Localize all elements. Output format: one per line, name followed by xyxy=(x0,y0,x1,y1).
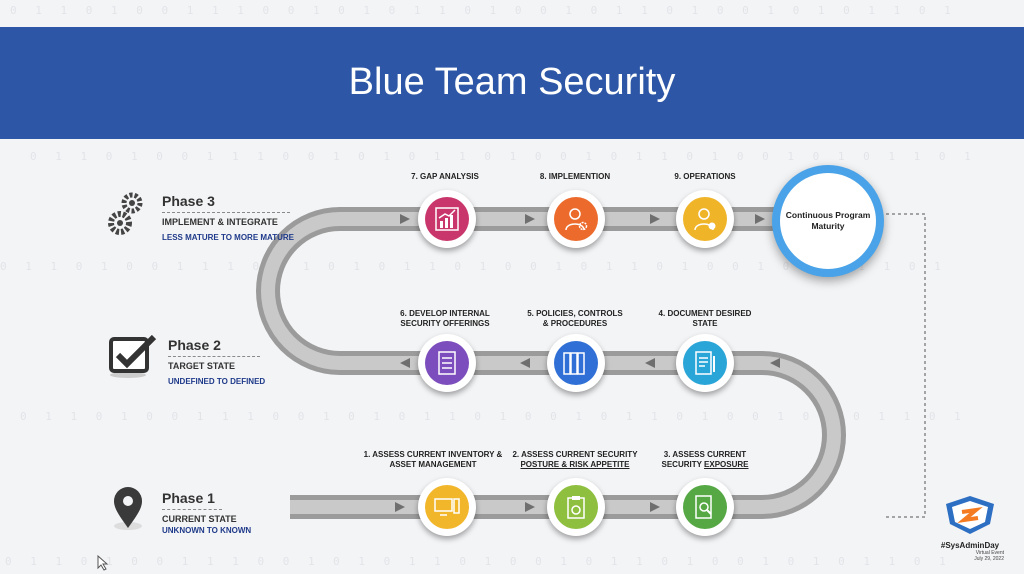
clipboard-icon xyxy=(567,496,585,519)
step-6-node xyxy=(418,334,476,392)
phase-title: Phase 1 xyxy=(162,490,215,506)
mouse-cursor-icon xyxy=(97,555,109,571)
divider xyxy=(168,356,260,357)
logo-line-2: July 29, 2022 xyxy=(974,556,1004,562)
step-3-label: 3. ASSESS CURRENT SECURITY EXPOSURE xyxy=(630,450,780,470)
logo-line-1: Virtual Event xyxy=(975,550,1004,556)
roadmap: Phase 3 IMPLEMENT & INTEGRATE LESS MATUR… xyxy=(0,139,1024,574)
final-maturity-node: Continuous Program Maturity xyxy=(772,165,884,277)
step-3-node xyxy=(676,478,734,536)
books-icon xyxy=(563,352,585,375)
binary-row: 0 1 1 0 1 0 0 1 1 1 0 0 1 0 1 0 1 1 0 1 … xyxy=(10,4,957,17)
background-top xyxy=(0,0,1024,27)
checklist-icon xyxy=(438,351,456,375)
step-2-label: 2. ASSESS CURRENT SECURITY POSTURE & RIS… xyxy=(500,450,650,470)
slide-title: Blue Team Security xyxy=(348,61,676,103)
step-2-label-line2: POSTURE & RISK APPETITE xyxy=(520,460,630,469)
step-9-node xyxy=(676,190,734,248)
step-8-label: 8. IMPLEMENTION xyxy=(539,172,611,181)
step-7-label: 7. GAP ANALYSIS xyxy=(411,172,479,181)
checkbox-icon xyxy=(109,335,157,378)
divider xyxy=(162,509,222,510)
step-3-label-emphasis: EXPOSURE xyxy=(704,460,749,469)
phase-subtitle: CURRENT STATE xyxy=(162,514,237,524)
computer-icon xyxy=(434,498,460,516)
logo-name: #SysAdminDay xyxy=(940,541,1000,550)
phase-subtitle: TARGET STATE xyxy=(168,361,235,371)
step-2-label-line1: 2. ASSESS CURRENT SECURITY xyxy=(512,450,638,459)
binary-row: 0 1 1 0 1 0 0 1 1 1 0 0 1 0 1 0 1 1 0 1 … xyxy=(5,555,952,568)
step-1-label: 1. ASSESS CURRENT INVENTORY & ASSET MANA… xyxy=(363,450,503,469)
title-banner: Blue Team Security xyxy=(0,27,1024,139)
phase-subtitle: IMPLEMENT & INTEGRATE xyxy=(162,217,278,227)
step-3-label-line2: SECURITY EXPOSURE xyxy=(630,460,780,470)
phase-description: LESS MATURE TO MORE MATURE xyxy=(162,233,294,242)
phase-title: Phase 3 xyxy=(162,193,215,209)
user-check-icon xyxy=(694,208,716,231)
sysadminday-logo: #SysAdminDay Virtual Event July 29, 2022 xyxy=(936,494,1004,562)
phase-description: UNDEFINED TO DEFINED xyxy=(168,377,266,386)
step-5-node xyxy=(547,334,605,392)
step-5-label: 5. POLICIES, CONTROLS & PROCEDURES xyxy=(527,309,623,328)
binary-row: 0 1 1 0 1 0 0 1 1 1 0 0 1 0 1 0 1 1 0 1 … xyxy=(20,410,967,423)
step-9-label: 9. OPERATIONS xyxy=(674,172,736,181)
phase-description: UNKNOWN TO KNOWN xyxy=(162,526,252,535)
user-gear-icon xyxy=(565,208,588,231)
step-2-node xyxy=(547,478,605,536)
step-1-node xyxy=(418,478,476,536)
step-8-node xyxy=(547,190,605,248)
gears-icon xyxy=(108,192,143,235)
step-4-node xyxy=(676,334,734,392)
step-4-label: 4. DOCUMENT DESIRED STATE xyxy=(658,309,752,328)
step-3-label-line1: 3. ASSESS CURRENT xyxy=(663,450,747,459)
document-pen-icon xyxy=(695,351,715,375)
binary-row: 0 1 1 0 1 0 0 1 1 1 0 0 1 0 1 0 1 1 0 1 … xyxy=(30,150,977,163)
divider xyxy=(162,212,290,213)
binary-row: 0 1 1 0 1 0 0 1 1 1 0 0 1 0 1 0 1 1 0 1 … xyxy=(0,260,947,273)
magnify-doc-icon xyxy=(695,495,712,519)
step-3-label-text: SECURITY xyxy=(661,460,705,469)
phase-title: Phase 2 xyxy=(168,337,221,353)
chart-icon xyxy=(435,207,459,231)
map-pin-icon xyxy=(114,487,142,530)
step-7-node xyxy=(418,190,476,248)
step-6-label: 6. DEVELOP INTERNAL SECURITY OFFERINGS xyxy=(400,309,490,328)
shield-logo-icon xyxy=(946,496,994,534)
